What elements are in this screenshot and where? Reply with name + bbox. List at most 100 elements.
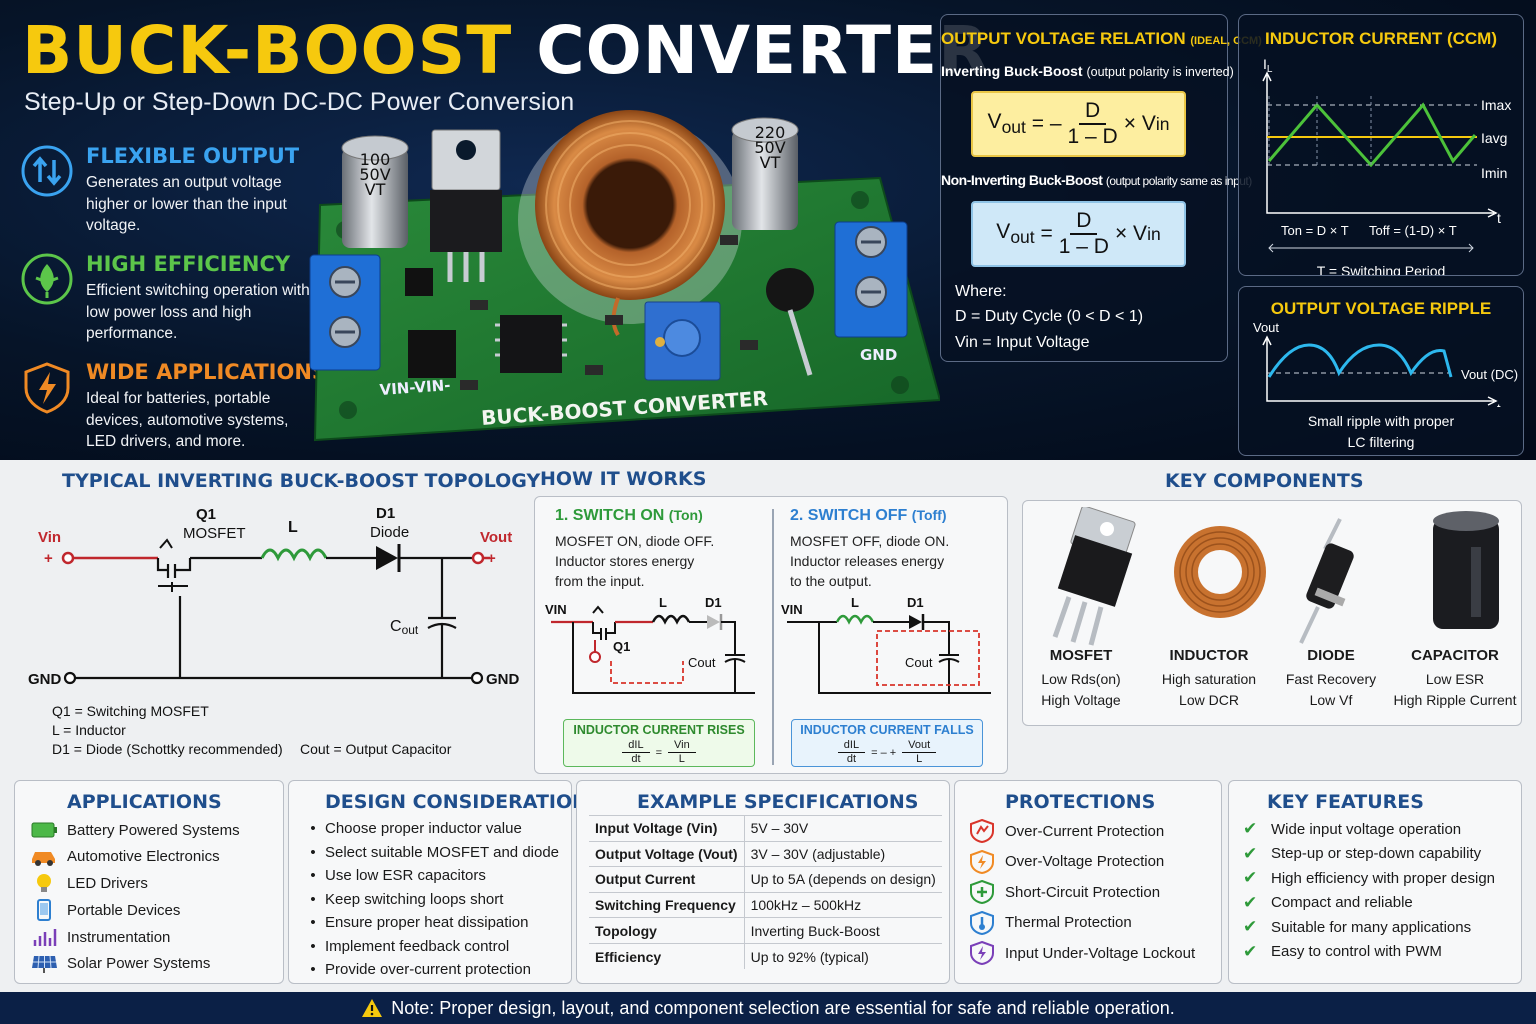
cout-label: Cout: [390, 618, 419, 637]
solar-panel-icon: [32, 955, 57, 973]
component-spec: High Voltage: [1041, 692, 1121, 708]
ripple-caption-2: LC filtering: [1347, 434, 1415, 450]
vout-axis-label: Vout: [1253, 320, 1279, 335]
component-spec: Low ESR: [1425, 671, 1485, 687]
cap1-series: VT: [365, 180, 386, 199]
off-l-label: L: [851, 595, 859, 610]
board-gnd-label: GND: [860, 346, 897, 364]
design-title: DESIGN CONSIDERATIONS: [325, 791, 602, 813]
feature-title: HIGH EFFICIENCY: [86, 252, 291, 276]
check-icon: ✔: [1243, 917, 1258, 936]
imin-label: Imin: [1481, 165, 1507, 181]
list-item: Use low ESR capacitors: [325, 867, 486, 884]
ton-label: Ton = D × T: [1281, 223, 1349, 238]
mosfet-label: MOSFET: [183, 525, 246, 542]
applications-panel: APPLICATIONS Battery Powered Systems Aut…: [14, 780, 284, 984]
list-item: Over-Current Protection: [1005, 822, 1165, 840]
on-cout-label: Cout: [688, 655, 716, 670]
key-features-title: KEY FEATURES: [1267, 791, 1424, 813]
on-l-label: L: [659, 595, 667, 610]
under-voltage-shield-icon: [970, 941, 994, 965]
q1-label: Q1: [196, 506, 216, 523]
legend-cout: Cout = Output Capacitor: [300, 741, 452, 757]
list-item: Input Under-Voltage Lockout: [1005, 944, 1196, 962]
page-title: BUCK-BOOST CONVERTER: [22, 12, 990, 89]
formula-panel: OUTPUT VOLTAGE RELATION (IDEAL, CCM) Inv…: [940, 14, 1262, 362]
board-vin-label: VIN-VIN-: [379, 376, 451, 399]
protections-list: Over-Current Protection Over-Voltage Pro…: [969, 819, 1219, 979]
off-vin-label: VIN: [781, 602, 803, 617]
switch-on-schematic: VIN Q1 L D1 Cout: [545, 595, 755, 694]
applications-list: Battery Powered Systems Automotive Elect…: [29, 819, 279, 979]
legend-d1: D1 = Diode (Schottky recommended): [52, 741, 283, 757]
footer-note-bar: Note: Proper design, layout, and compone…: [0, 992, 1536, 1024]
key-components-title: KEY COMPONENTS: [1165, 470, 1364, 492]
component-name: MOSFET: [1049, 647, 1113, 664]
vout-dc-label: Vout (DC): [1461, 367, 1518, 382]
over-voltage-shield-icon: [970, 849, 994, 874]
design-list: •Choose proper inductor value •Select su…: [310, 820, 560, 978]
list-item: High efficiency with proper design: [1271, 869, 1496, 887]
diode-image: [1299, 518, 1354, 644]
inductor-image: [1174, 526, 1266, 618]
list-item: LED Drivers: [67, 874, 148, 892]
formula-title: OUTPUT VOLTAGE RELATION (IDEAL, CCM): [941, 29, 1262, 48]
cap1-voltage: 50V: [359, 165, 390, 184]
gnd-left-label: GND: [28, 671, 62, 688]
topology-title: TYPICAL INVERTING BUCK-BOOST TOPOLOGY: [62, 470, 541, 492]
d1-label: D1: [376, 505, 395, 522]
mosfet-image: [1052, 507, 1136, 646]
vin-definition: Vin = Input Voltage: [955, 334, 1090, 351]
il-axis-label: IL: [1263, 56, 1273, 75]
list-item: Battery Powered Systems: [67, 821, 240, 839]
list-item: Easy to control with PWM: [1271, 943, 1442, 960]
component-spec: High Ripple Current: [1393, 692, 1517, 708]
component-spec: Fast Recovery: [1285, 671, 1377, 687]
check-icon: ✔: [1243, 892, 1258, 912]
cap2-series: VT: [760, 153, 781, 172]
component-name: INDUCTOR: [1169, 647, 1249, 664]
how-it-works-panel: 1. SWITCH ON (Ton) MOSFET ON, diode OFF.…: [534, 496, 1008, 774]
lightning-shield-icon: [24, 362, 70, 414]
list-item: Ensure proper heat dissipation: [325, 914, 529, 931]
over-current-shield-icon: [970, 819, 994, 843]
off-d1-label: D1: [907, 595, 924, 610]
key-components-panel: MOSFET Low Rds(on) High Voltage INDUCTOR…: [1022, 500, 1522, 726]
component-spec: Low Rds(on): [1041, 671, 1121, 687]
inductor-current-panel: INDUCTOR CURRENT (CCM) IL Imax Iavg Imin…: [1238, 14, 1524, 276]
bulb-icon: [37, 874, 51, 892]
ripple-title: OUTPUT VOLTAGE RIPPLE: [1270, 299, 1492, 318]
table-row: Input Voltage (Vin)5V – 30V: [589, 815, 942, 842]
switch-on-title: 1. SWITCH ON (Ton): [555, 507, 703, 524]
diode-label: Diode: [370, 524, 409, 541]
feature-text: Efficient switching operation with low p…: [86, 282, 310, 342]
cap2-value: 220: [755, 123, 786, 142]
feature-text: Ideal for batteries, portable devices, a…: [86, 390, 289, 450]
vout-plus: +: [487, 550, 496, 567]
where-label: Where:: [955, 283, 1007, 300]
specs-table: Input Voltage (Vin)5V – 30V Output Volta…: [589, 815, 942, 970]
inductor-label: L: [288, 519, 298, 536]
feature-title: WIDE APPLICATIONS: [86, 360, 328, 384]
iavg-label: Iavg: [1481, 130, 1507, 146]
t-axis-label: t: [1497, 210, 1501, 226]
component-spec: Low Vf: [1309, 692, 1353, 708]
key-features-panel: KEY FEATURES ✔Wide input voltage operati…: [1228, 780, 1522, 984]
car-icon: [32, 852, 55, 866]
feature-high-efficiency: HIGH EFFICIENCY Efficient switching oper…: [20, 252, 310, 342]
list-item: Choose proper inductor value: [325, 820, 522, 837]
how-it-works-title: HOW IT WORKS: [540, 468, 707, 490]
imax-label: Imax: [1481, 97, 1511, 113]
battery-icon: [31, 822, 57, 838]
feature-text: Generates an output voltage higher or lo…: [86, 174, 287, 234]
gnd-right-label: GND: [486, 671, 520, 688]
list-item: Portable Devices: [67, 901, 181, 919]
switch-off-text: MOSFET OFF, diode ON.Inductor releases e…: [790, 533, 950, 589]
short-circuit-shield-icon: [970, 880, 994, 904]
component-name: DIODE: [1307, 647, 1355, 664]
